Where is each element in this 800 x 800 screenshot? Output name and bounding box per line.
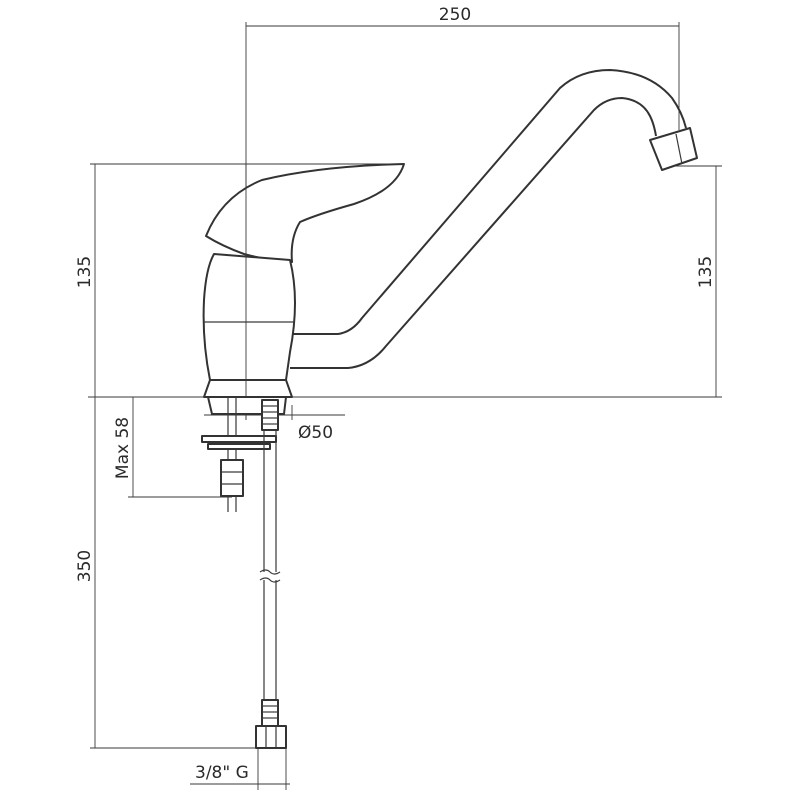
dim-height-left: 135 <box>75 256 95 288</box>
dim-max-thickness: Max 58 <box>113 417 133 479</box>
dim-hose-length: 350 <box>75 550 95 582</box>
dim-thread: 3/8" G <box>195 763 249 783</box>
lever-handle <box>205 163 405 263</box>
dim-height-right: 135 <box>696 256 716 288</box>
dim-spout-reach: 250 <box>439 5 471 25</box>
spout <box>288 69 698 369</box>
faucet-body <box>202 253 296 398</box>
dimension-lines <box>88 22 722 790</box>
flex-hose <box>255 399 287 749</box>
dim-base-diameter: Ø50 <box>298 423 333 443</box>
